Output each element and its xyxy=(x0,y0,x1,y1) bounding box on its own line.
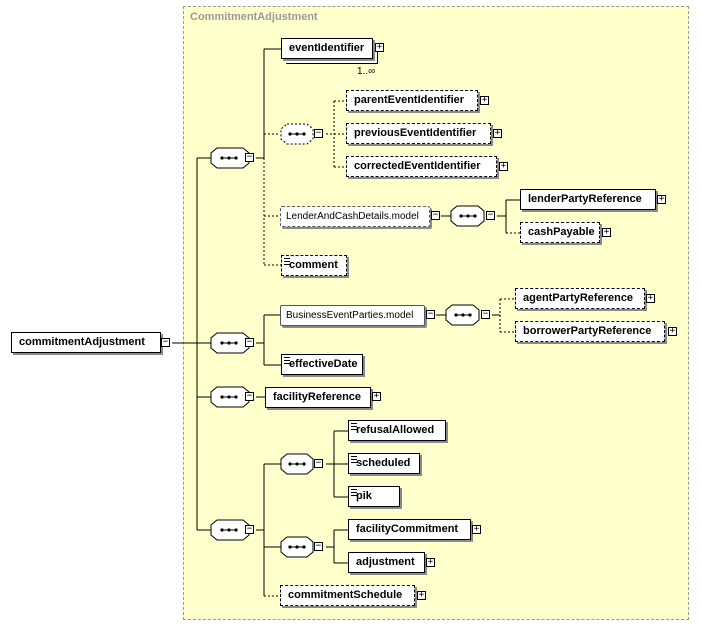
element-adjustment[interactable]: adjustment xyxy=(348,552,425,573)
element-label: scheduled xyxy=(356,457,411,469)
collapse-icon[interactable]: − xyxy=(245,391,254,401)
element-facilityCommitment[interactable]: facilityCommitment xyxy=(348,519,471,540)
element-scheduled[interactable]: scheduled xyxy=(348,453,420,474)
expand-icon[interactable]: + xyxy=(472,524,481,534)
group-BusinessEventParties[interactable]: BusinessEventParties.model xyxy=(280,305,425,326)
element-label: adjustment xyxy=(356,556,415,568)
element-label: previousEventIdentifier xyxy=(354,127,477,139)
expand-icon[interactable]: + xyxy=(372,391,381,401)
element-agentPartyReference[interactable]: agentPartyReference xyxy=(515,288,645,309)
expand-icon[interactable]: + xyxy=(646,293,655,303)
collapse-icon[interactable]: − xyxy=(245,152,254,162)
element-previousEventIdentifier[interactable]: previousEventIdentifier xyxy=(346,123,491,144)
sequence-node xyxy=(210,519,250,541)
element-comment[interactable]: comment xyxy=(281,255,347,276)
root-element-commitmentAdjustment[interactable]: commitmentAdjustment xyxy=(11,332,161,353)
collapse-icon[interactable]: − xyxy=(245,337,254,347)
element-label: agentPartyReference xyxy=(523,292,634,304)
sequence-node xyxy=(445,304,480,326)
element-effectiveDate[interactable]: effectiveDate xyxy=(281,354,363,375)
element-refusalAllowed[interactable]: refusalAllowed xyxy=(348,420,446,441)
element-label: facilityReference xyxy=(273,391,362,403)
element-label: effectiveDate xyxy=(289,358,358,370)
element-cashPayable[interactable]: cashPayable xyxy=(520,222,600,243)
expand-icon[interactable]: + xyxy=(602,227,611,237)
sequence-node xyxy=(280,536,314,558)
element-facilityReference[interactable]: facilityReference xyxy=(265,387,371,408)
sequence-node xyxy=(280,453,314,475)
expand-icon[interactable]: + xyxy=(657,194,666,204)
collapse-icon[interactable]: − xyxy=(314,541,323,551)
collapse-icon[interactable]: − xyxy=(486,210,495,220)
element-label: eventIdentifier xyxy=(289,42,365,54)
element-label: pik xyxy=(356,490,372,502)
expand-icon[interactable]: + xyxy=(417,590,426,600)
element-label: correctedEventIdentifier xyxy=(354,160,481,172)
collapse-icon[interactable]: − xyxy=(245,524,254,534)
element-eventIdentifier[interactable]: eventIdentifier xyxy=(281,38,373,59)
element-pik[interactable]: pik xyxy=(348,486,400,507)
sequence-node xyxy=(210,332,250,354)
element-label: facilityCommitment xyxy=(356,523,459,535)
group-label: LenderAndCashDetails.model xyxy=(286,211,419,222)
simple-type-icon xyxy=(351,456,357,463)
sequence-node xyxy=(450,205,485,227)
element-label: comment xyxy=(289,259,338,271)
element-label: borrowerPartyReference xyxy=(523,325,652,337)
element-lenderPartyReference[interactable]: lenderPartyReference xyxy=(520,189,656,210)
complex-type-title: CommitmentAdjustment xyxy=(190,11,318,23)
collapse-icon[interactable]: − xyxy=(314,458,323,468)
element-commitmentSchedule[interactable]: commitmentSchedule xyxy=(280,585,415,606)
collapse-icon[interactable]: − xyxy=(481,309,490,319)
sequence-node xyxy=(210,147,250,169)
simple-type-icon xyxy=(351,423,357,430)
element-correctedEventIdentifier[interactable]: correctedEventIdentifier xyxy=(346,156,497,177)
collapse-icon[interactable]: − xyxy=(314,128,323,138)
element-borrowerPartyReference[interactable]: borrowerPartyReference xyxy=(515,321,665,342)
collapse-icon[interactable]: − xyxy=(161,337,170,347)
element-label: cashPayable xyxy=(528,226,595,238)
element-label: lenderPartyReference xyxy=(528,193,642,205)
simple-type-icon xyxy=(284,357,290,364)
element-label: commitmentAdjustment xyxy=(19,336,145,348)
expand-icon[interactable]: + xyxy=(480,95,489,105)
group-LenderAndCashDetails[interactable]: LenderAndCashDetails.model xyxy=(280,206,430,227)
simple-type-icon xyxy=(284,258,290,265)
element-label: commitmentSchedule xyxy=(288,589,403,601)
element-parentEventIdentifier[interactable]: parentEventIdentifier xyxy=(346,90,478,111)
expand-icon[interactable]: + xyxy=(493,128,502,138)
expand-icon[interactable]: + xyxy=(426,557,435,567)
expand-icon[interactable]: + xyxy=(375,42,384,52)
collapse-icon[interactable]: − xyxy=(426,309,435,319)
expand-icon[interactable]: + xyxy=(499,161,508,171)
element-label: parentEventIdentifier xyxy=(354,94,465,106)
occurrence-label: 1..∞ xyxy=(357,66,376,77)
sequence-node xyxy=(280,123,314,145)
sequence-compositors xyxy=(210,123,485,558)
element-label: refusalAllowed xyxy=(356,424,435,436)
collapse-icon[interactable]: − xyxy=(431,210,440,220)
expand-icon[interactable]: + xyxy=(668,326,677,336)
group-label: BusinessEventParties.model xyxy=(286,310,414,321)
sequence-node xyxy=(210,386,250,408)
simple-type-icon xyxy=(351,489,357,496)
